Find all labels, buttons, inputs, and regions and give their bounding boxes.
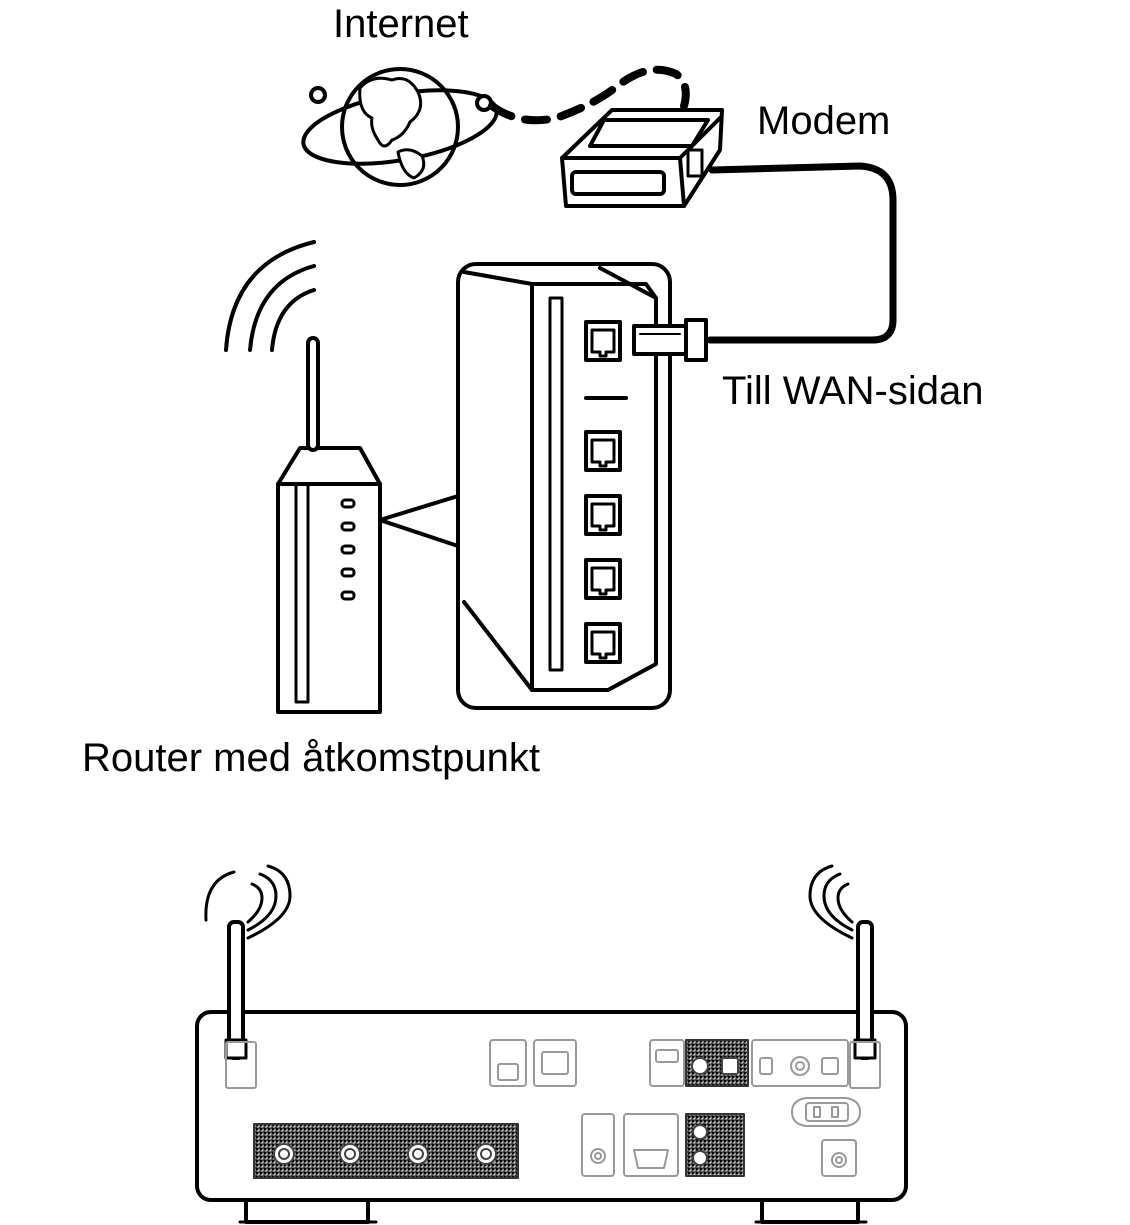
router-zoom-panel — [456, 262, 672, 710]
ethernet-port-icon — [584, 494, 622, 536]
globe-icon — [301, 67, 499, 187]
router-label: Router med åtkomstpunkt — [82, 736, 540, 780]
ethernet-plug-icon — [632, 318, 708, 362]
ethernet-port-icon — [584, 622, 622, 664]
wifi-waves-icon — [224, 240, 316, 352]
wifi-waves-icon — [204, 864, 292, 940]
ethernet-port-icon — [584, 430, 622, 472]
wan-cable — [706, 162, 897, 344]
modem-icon — [560, 108, 724, 208]
router-icon — [276, 336, 382, 714]
internet-label: Internet — [333, 2, 469, 46]
antenna-icon — [853, 920, 877, 1060]
ethernet-port-icon — [584, 558, 622, 600]
ethernet-port-icon — [584, 320, 622, 362]
zoom-callout — [378, 494, 460, 548]
device-rear-panel — [195, 864, 908, 1224]
wifi-waves-icon — [808, 864, 854, 940]
internet-link-dashed — [488, 65, 690, 125]
wan-side-label: Till WAN-sidan — [722, 369, 984, 413]
modem-label: Modem — [757, 99, 891, 143]
antenna-icon — [224, 920, 248, 1060]
